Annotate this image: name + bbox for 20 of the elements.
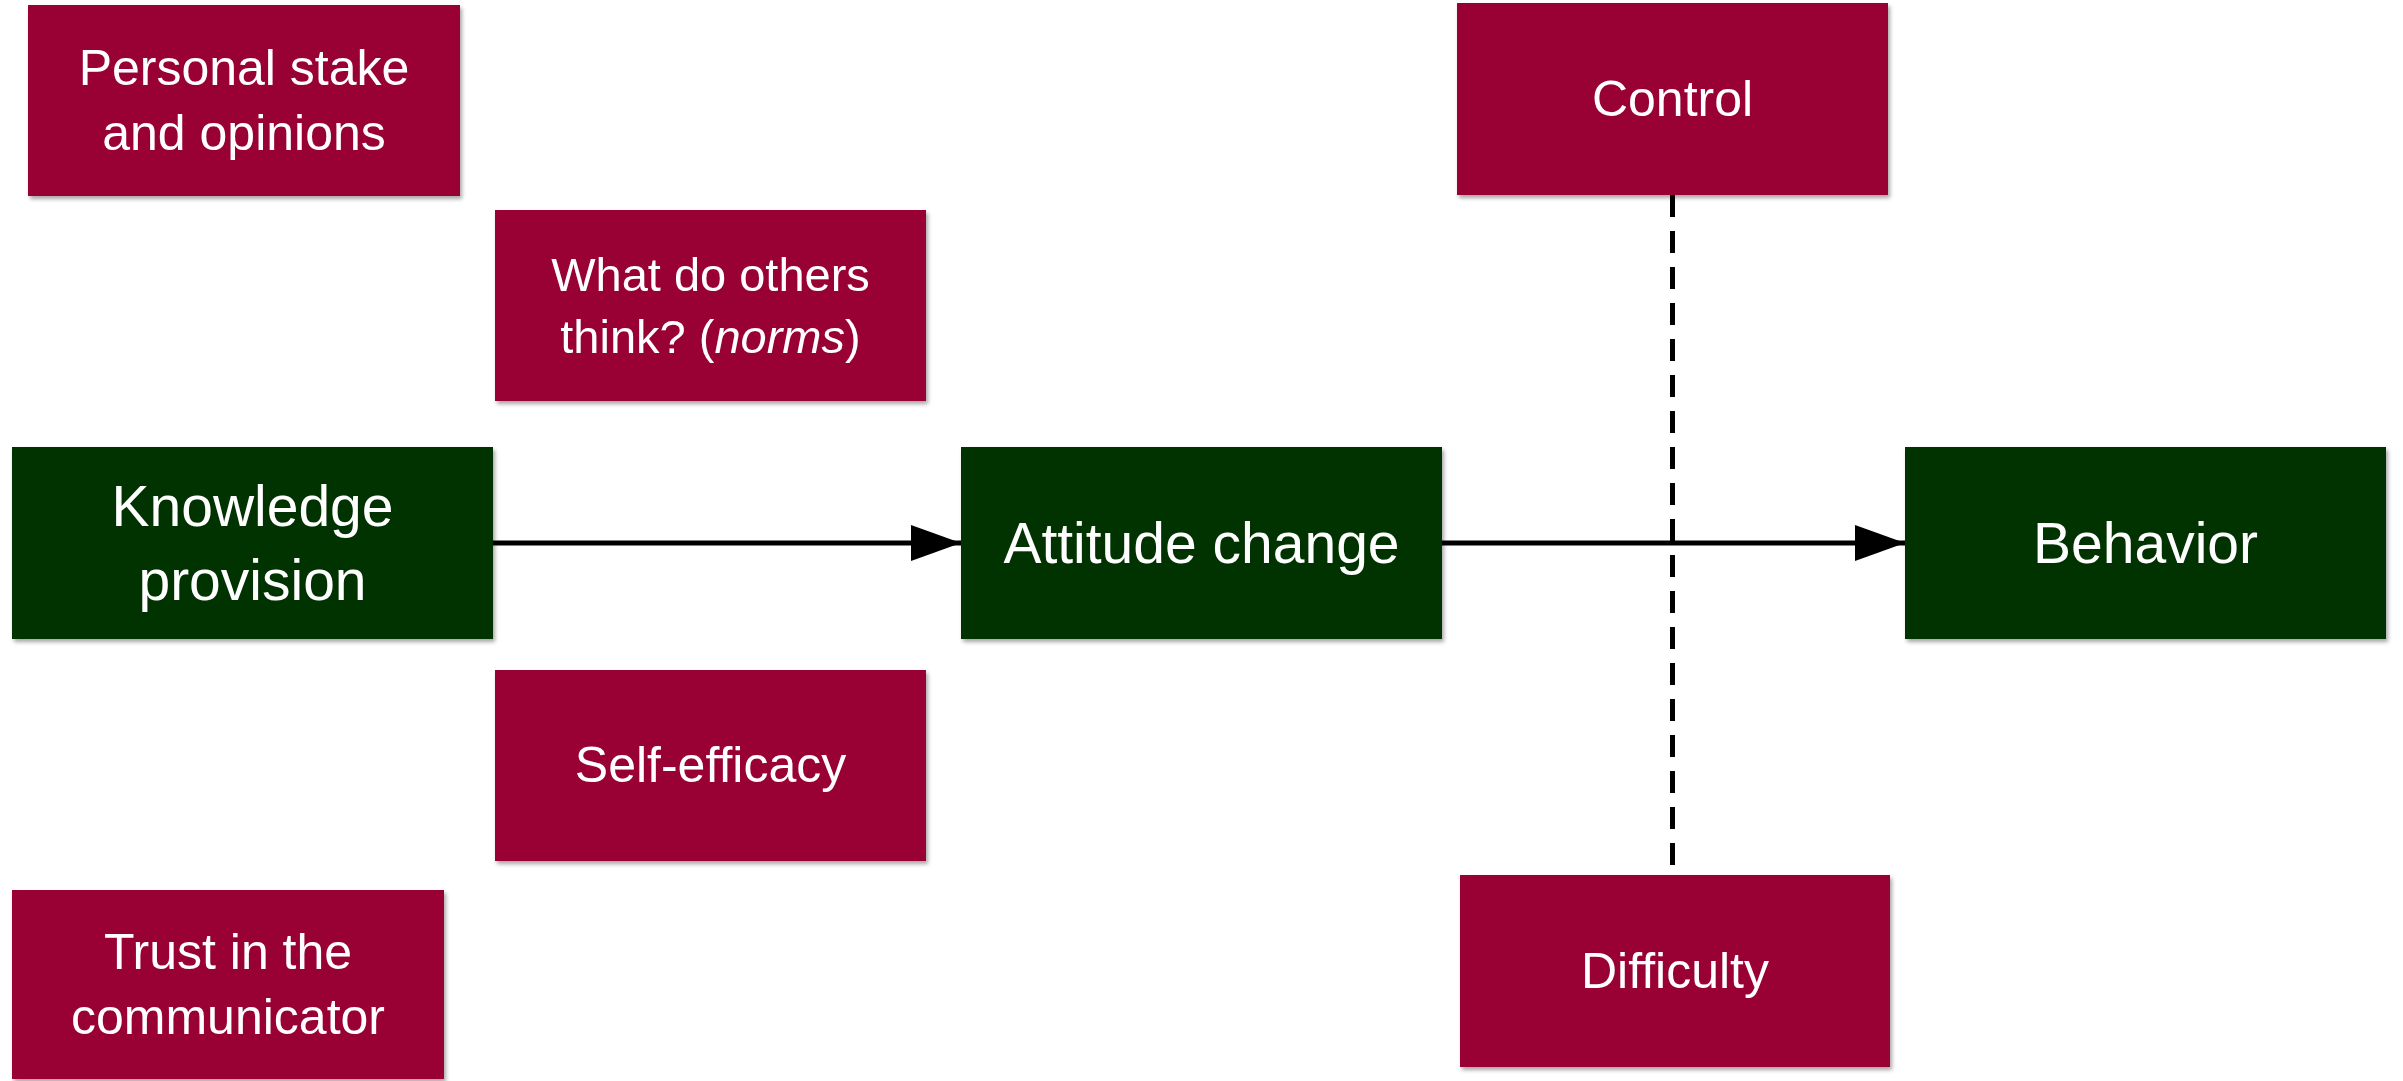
box-label: Attitude change <box>1003 509 1400 577</box>
box-label: Personal stake and opinions <box>77 38 411 163</box>
box-label: What do others think? (norms) <box>550 247 871 365</box>
stage-box <box>961 447 1442 639</box>
factor-box <box>28 5 460 196</box>
arrow <box>493 525 961 561</box>
factor-box <box>12 890 444 1079</box>
box-label: Control <box>1591 69 1754 129</box>
box-label: Self-efficacy <box>574 736 847 795</box>
factor-box <box>1460 875 1890 1067</box>
box-label: Behavior <box>2033 509 2258 577</box>
box-label: Difficulty <box>1581 941 1769 1001</box>
stage-box <box>1905 447 2386 639</box>
factor-box <box>495 210 926 401</box>
box-label: Trust in the communicator <box>70 922 386 1047</box>
arrow <box>1442 525 1905 561</box>
factor-box <box>495 670 926 861</box>
factor-box <box>1457 3 1888 195</box>
box-label: Knowledge provision <box>110 472 395 614</box>
stage-box <box>12 447 493 639</box>
